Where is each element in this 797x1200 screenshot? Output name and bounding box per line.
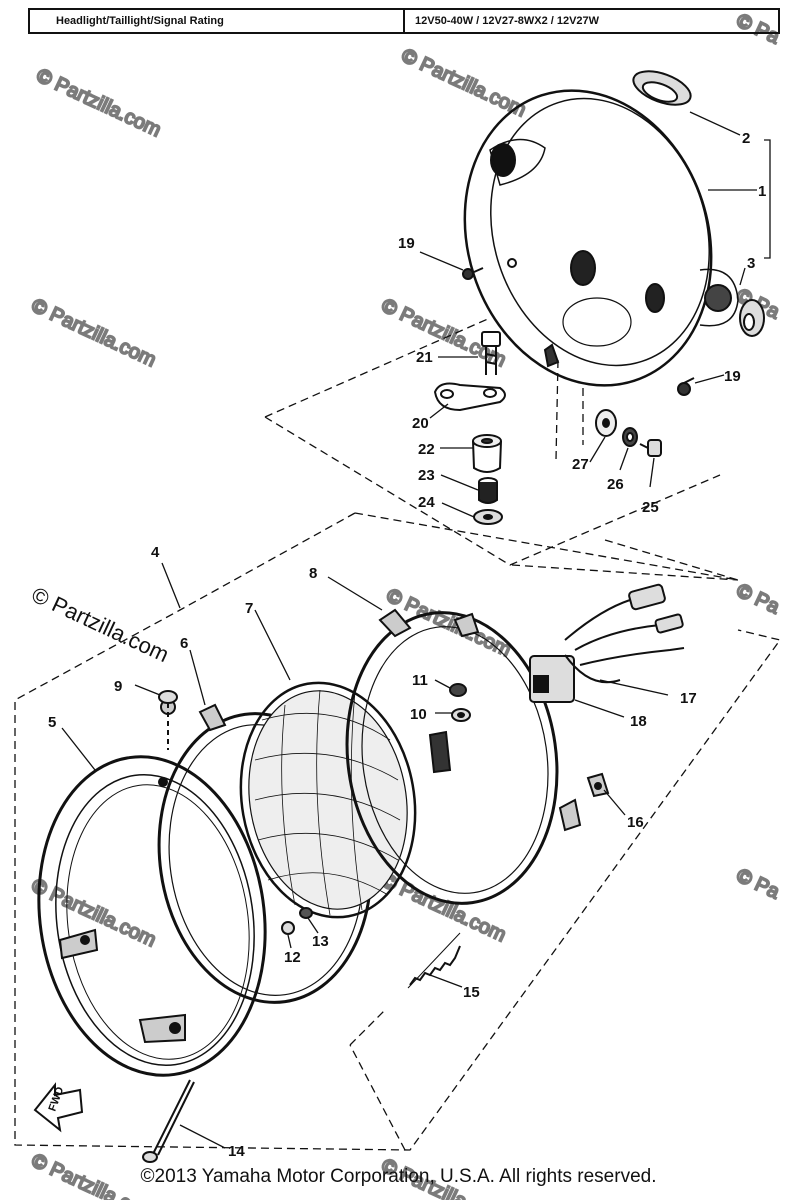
- callout-7: 7: [245, 600, 253, 617]
- watermark: © Partzilla.com: [33, 65, 164, 142]
- headlight-shell: [463, 89, 739, 387]
- rim-5: [37, 755, 267, 1077]
- nut-13: [299, 907, 313, 919]
- callout-21: 21: [416, 349, 433, 366]
- assembly-outline-upper: [264, 317, 721, 566]
- leader-lines: [61, 111, 771, 1149]
- watermark: © Pa: [733, 865, 784, 904]
- callout-8: 8: [309, 565, 317, 582]
- bracket-20: [433, 382, 506, 412]
- screw-19-left: [462, 267, 484, 280]
- callout-17: 17: [680, 690, 697, 707]
- callout-27: 27: [572, 456, 589, 473]
- watermark: © Partzilla.com: [398, 45, 529, 122]
- callout-3: 3: [747, 255, 755, 272]
- callout-20: 20: [412, 415, 429, 432]
- collar-23: [478, 477, 498, 504]
- callout-22: 22: [418, 441, 435, 458]
- callout-24: 24: [418, 494, 435, 511]
- callout-19-lower: 19: [724, 368, 741, 385]
- sealed-beam-7: [239, 681, 417, 919]
- headlight-housing-8: [345, 608, 582, 905]
- forward-arrow: FWD: [33, 1082, 84, 1133]
- callout-26: 26: [607, 476, 624, 493]
- socket-18: [529, 655, 575, 703]
- callout-11: 11: [412, 672, 428, 689]
- rating-spec-table: Headlight/Taillight/Signal Rating 12V50-…: [28, 8, 780, 34]
- callout-10: 10: [410, 706, 427, 723]
- callout-15: 15: [463, 984, 480, 1001]
- callout-14: 14: [228, 1143, 245, 1160]
- callout-16: 16: [627, 814, 644, 831]
- callout-19-upper: 19: [398, 235, 415, 252]
- bolt-21: [481, 331, 501, 375]
- damper-22: [472, 434, 502, 473]
- callout-4: 4: [151, 544, 160, 561]
- part-callouts: 1 2 3 4 5 6 7 8 9 10 11 12 13 14 15 16 1…: [48, 130, 766, 1160]
- assembly-outline-lower: [14, 512, 782, 1151]
- washer-10: [451, 708, 471, 722]
- callout-2: 2: [742, 130, 750, 147]
- wiring-harness-17: [564, 583, 685, 684]
- callout-23: 23: [418, 467, 435, 484]
- watermark: © Pa: [733, 580, 784, 619]
- nut-11: [449, 683, 467, 697]
- screw-19-right: [677, 377, 695, 396]
- callout-13: 13: [312, 933, 329, 950]
- spec-value: 12V50-40W / 12V27-8WX2 / 12V27W: [415, 15, 600, 27]
- watermark-dark: © Partzilla.com: [28, 582, 173, 667]
- grommet-side: [739, 299, 765, 337]
- screw-9: [158, 690, 178, 750]
- adjusting-spring-15: [407, 932, 461, 989]
- copyright-notice: ©2013 Yamaha Motor Corporation, U.S.A. A…: [140, 1166, 657, 1187]
- callout-9: 9: [114, 678, 122, 695]
- clip-16: [586, 772, 610, 798]
- callout-25: 25: [642, 499, 659, 516]
- watermark: © Partzilla.com: [28, 295, 159, 372]
- assembly-outline-inner: [349, 1009, 406, 1151]
- callout-6: 6: [180, 635, 188, 652]
- washer-27: [595, 409, 617, 437]
- callout-12: 12: [284, 949, 301, 966]
- grommet-top: [632, 70, 692, 106]
- long-screw-14: [142, 1079, 195, 1163]
- watermark: © Partzilla.com: [378, 295, 509, 372]
- bolt-25: [639, 439, 662, 457]
- callout-5: 5: [48, 714, 56, 731]
- watermark: © Pa: [733, 10, 784, 49]
- washer-24: [473, 509, 503, 525]
- spec-label: Headlight/Taillight/Signal Rating: [30, 10, 405, 32]
- lockwasher-26: [622, 427, 638, 447]
- screw-12: [281, 921, 295, 935]
- callout-18: 18: [630, 713, 647, 730]
- callout-1: 1: [758, 183, 766, 200]
